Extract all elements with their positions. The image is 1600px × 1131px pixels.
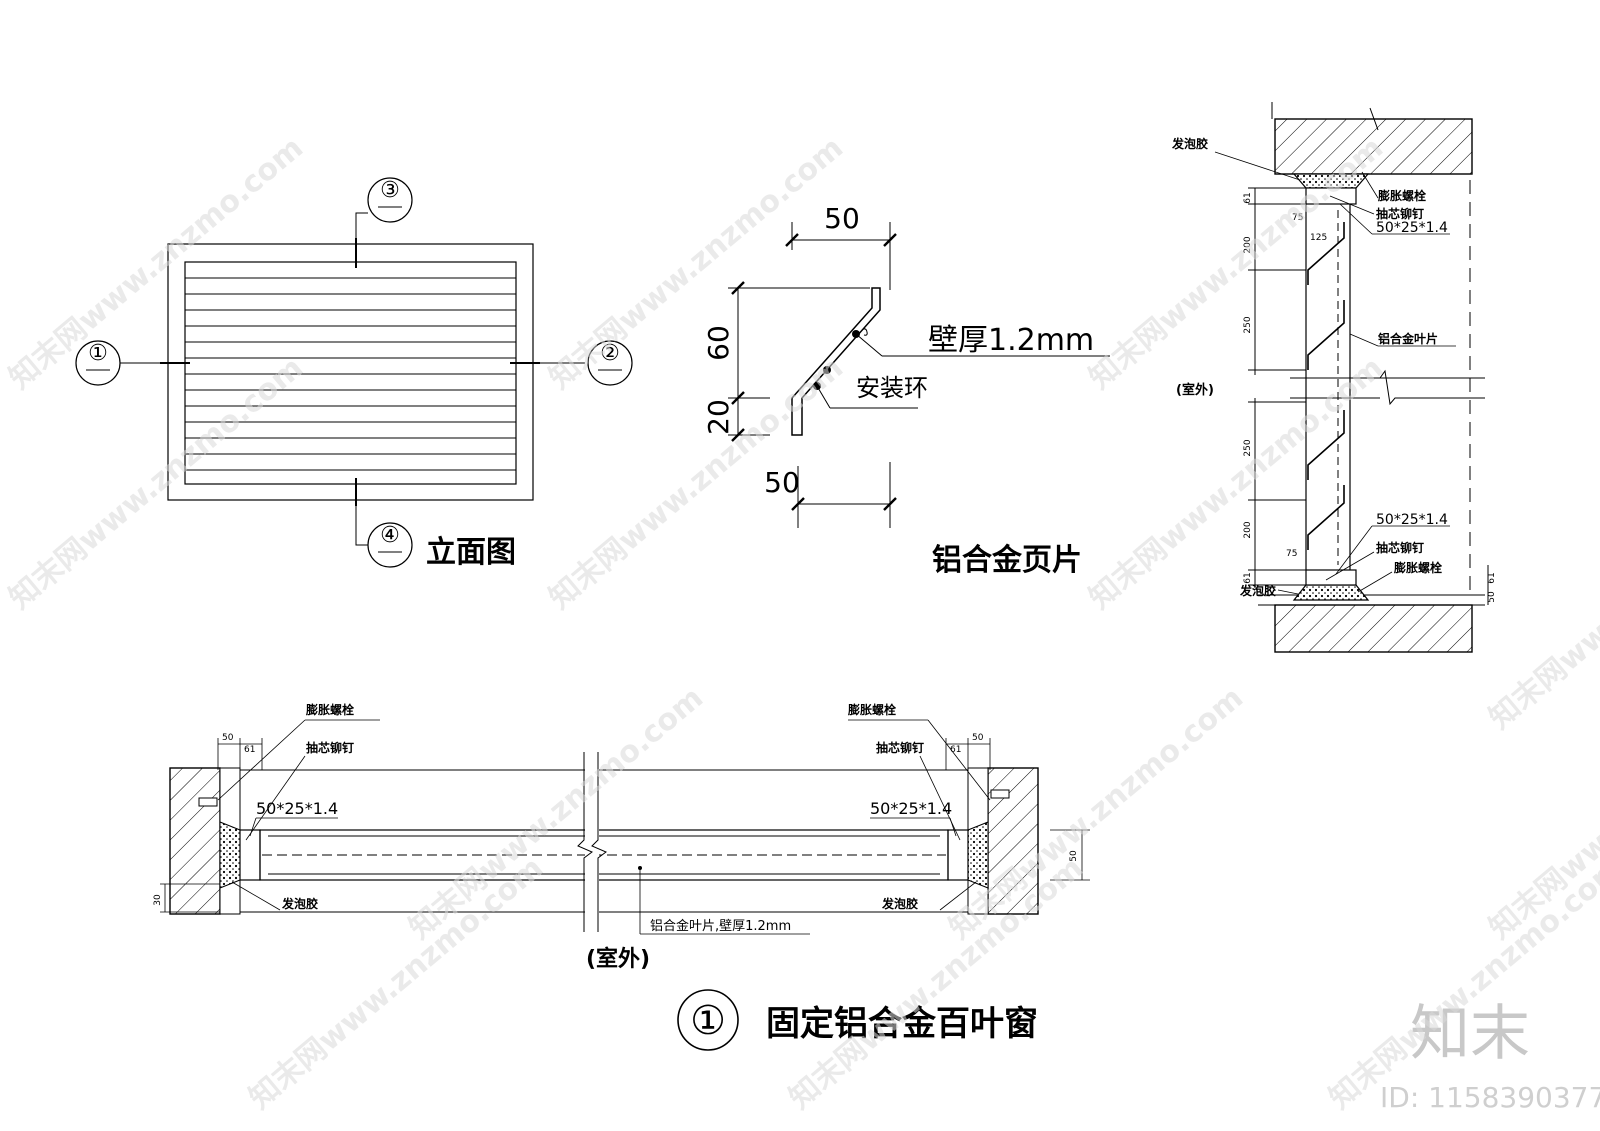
vs-dim-10: 61 <box>1487 572 1497 583</box>
elevation-title: 立面图 <box>426 535 516 570</box>
vs-dim-7: 200 <box>1243 521 1253 538</box>
plan-dim-2: 61 <box>244 745 255 755</box>
vs-bolt-bottom: 膨胀螺栓 <box>1393 560 1442 575</box>
plan-dim-3: 50 <box>972 733 984 743</box>
blade-dim-60: 60 <box>702 325 735 361</box>
vs-dim-5: 250 <box>1243 316 1253 333</box>
blade-profile-shape <box>791 287 881 436</box>
plan-foam-left: 发泡胶 <box>281 896 318 911</box>
vs-dim-8: 61 <box>1243 572 1253 583</box>
watermark-text: 知末网www.znzmo.com <box>1083 130 1390 396</box>
elevation-inner-frame <box>184 261 517 485</box>
plan-dim-1: 50 <box>222 733 234 743</box>
watermark-text: 知末网www.znzmo.com <box>543 130 850 396</box>
vs-dim-9: 75 <box>1286 549 1297 559</box>
plan-section-view: 50 61 50 61 30 50 膨胀螺栓 抽芯铆钉 50*25*1.4 发泡… <box>153 702 1090 972</box>
plan-rivet-right: 抽芯铆钉 <box>876 740 924 755</box>
blade-dim-top: 50 <box>824 202 860 235</box>
plan-bolt-right: 膨胀螺栓 <box>847 702 896 717</box>
vs-rivet-top: 抽芯铆钉 <box>1376 206 1424 221</box>
logo-text: 知末 <box>1410 999 1530 1069</box>
plan-dim-4: 61 <box>950 745 961 755</box>
vs-dim-2: 75 <box>1292 213 1303 223</box>
section-marker-1: ① <box>75 340 121 386</box>
marker-4-label: ④ <box>380 523 400 548</box>
main-title-number: ① <box>690 998 726 1044</box>
section-marker-2: ② <box>587 340 633 386</box>
blade-profile-title: 铝合金页片 <box>932 543 1082 578</box>
section-marker-3: ③ <box>367 177 413 223</box>
logo-id: ID: 1158390377 <box>1380 1081 1600 1114</box>
blade-install-ring: 安装环 <box>856 374 928 402</box>
section-marker-4: ④ <box>367 522 413 568</box>
vs-dim-11: 50 <box>1487 591 1497 603</box>
blade-dim-bottom: 50 <box>764 466 800 499</box>
blade-wall-thickness: 壁厚1.2mm <box>928 323 1094 358</box>
vs-dim-6: 250 <box>1243 439 1253 456</box>
plan-foam-right: 发泡胶 <box>881 896 918 911</box>
vertical-section-view: 61 75 125 200 250 250 200 61 75 61 50 发泡… <box>1171 102 1497 653</box>
vs-blade-label: 铝合金叶片 <box>1378 331 1438 346</box>
marker-1-label: ① <box>88 341 108 366</box>
vs-dim-3: 125 <box>1310 233 1327 243</box>
plan-tube-left: 50*25*1.4 <box>256 799 338 818</box>
main-title-text: 固定铝合金百叶窗 <box>766 1004 1038 1044</box>
vs-bolt-top: 膨胀螺栓 <box>1377 188 1426 203</box>
vs-dim-1: 61 <box>1243 192 1253 203</box>
vertical-blades <box>1307 222 1345 550</box>
plan-rivet-left: 抽芯铆钉 <box>306 740 354 755</box>
blade-dim-20: 20 <box>702 399 735 435</box>
marker-2-label: ② <box>600 341 620 366</box>
vs-foam-top: 发泡胶 <box>1171 136 1208 151</box>
watermark-text: 知末网www.znzmo.com <box>243 850 550 1116</box>
plan-dim-5: 30 <box>153 894 163 906</box>
watermark-text: 知末网www.znzmo.com <box>3 130 310 396</box>
watermark-text: 知末网www.znzmo.com <box>783 850 1090 1116</box>
vs-foam-bottom: 发泡胶 <box>1239 583 1276 598</box>
marker-3-label: ③ <box>380 178 400 203</box>
watermark-text: 知末网www.znzmo.com <box>543 350 850 616</box>
vs-rivet-bottom: 抽芯铆钉 <box>1376 540 1424 555</box>
plan-dim-6: 50 <box>1069 850 1079 862</box>
watermark-text: 知末网www.znzmo.com <box>1483 470 1600 736</box>
elevation-outer-frame <box>167 243 534 501</box>
plan-outside-label: (室外) <box>586 946 650 972</box>
elevation-slats <box>185 277 516 471</box>
logo-block: 知末 ID: 1158390377 <box>1380 999 1600 1114</box>
plan-bolt-left: 膨胀螺栓 <box>305 702 354 717</box>
main-title-block: ① 固定铝合金百叶窗 <box>677 989 1038 1051</box>
blade-profile-view: 50 60 20 壁厚1.2mm 安装环 50 铝合金页片 <box>702 202 1110 578</box>
plan-tube-right: 50*25*1.4 <box>870 799 952 818</box>
watermark-text: 知末网www.znzmo.com <box>3 350 310 616</box>
vs-tube-bottom: 50*25*1.4 <box>1376 512 1448 528</box>
vs-outside-label: (室外) <box>1176 382 1214 398</box>
vs-dim-4: 200 <box>1243 236 1253 253</box>
plan-blade-note: 铝合金叶片,壁厚1.2mm <box>650 918 791 934</box>
vs-tube-top: 50*25*1.4 <box>1376 220 1448 236</box>
elevation-view: ③ ④ ① ② 立面图 <box>75 177 633 570</box>
watermark-text: 知末网www.znzmo.com <box>403 680 710 946</box>
